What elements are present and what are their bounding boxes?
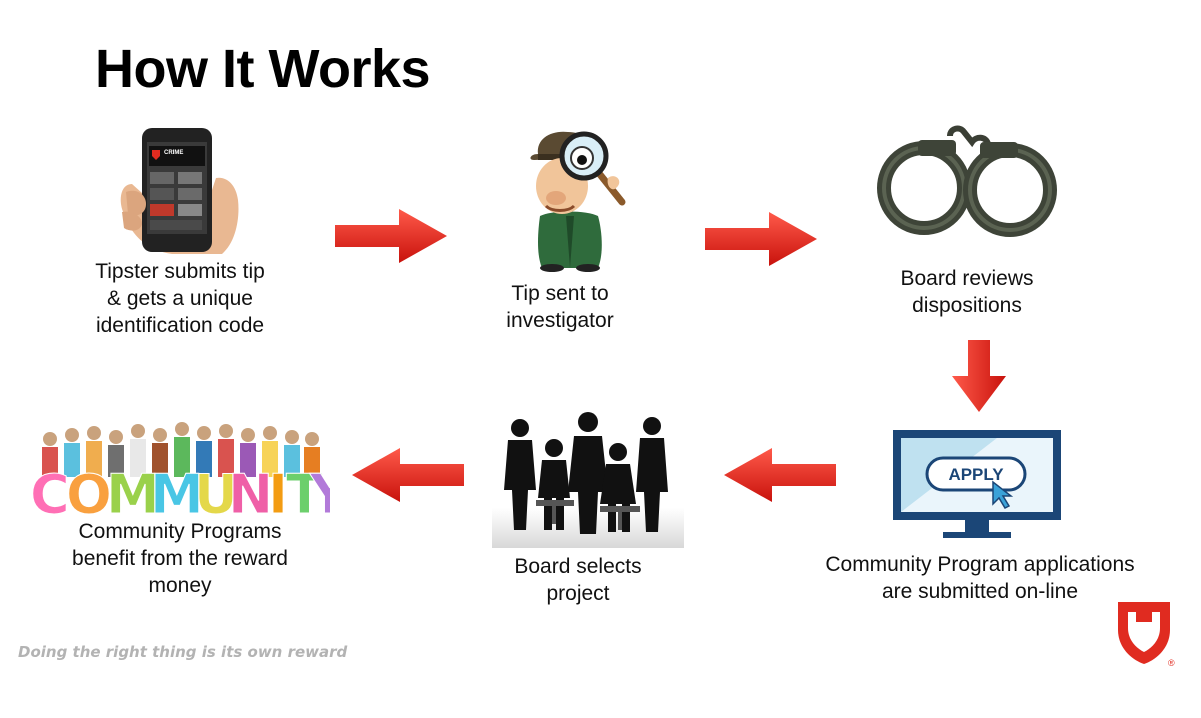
- arrow-right-icon: [335, 209, 447, 263]
- monitor-apply-icon: APPLY: [893, 430, 1061, 538]
- business-silhouettes-icon: [492, 412, 684, 548]
- phone-hand-icon: CRIME: [120, 128, 239, 254]
- community-letter-6: N: [228, 463, 273, 523]
- arrow-left-icon: [352, 448, 464, 502]
- step-label-board-selects: Board selects project: [514, 555, 642, 605]
- footer-tagline: Doing the right thing is its own reward: [18, 643, 348, 661]
- arrow-left-icon: [724, 448, 836, 502]
- community-letter-3: M: [106, 463, 160, 523]
- crime-stoppers-shield-logo: ®: [1118, 602, 1175, 668]
- detective-magnifier-icon: [530, 131, 626, 272]
- community-letter-9: Y: [309, 463, 330, 523]
- step-label-community: Community Programs benefit from the rewa…: [72, 520, 288, 597]
- community-letter-4: M: [150, 463, 204, 523]
- handcuffs-icon: [877, 125, 1057, 237]
- community-letter-2: O: [66, 463, 112, 523]
- step-label-investigator: Tip sent to investigator: [506, 282, 614, 332]
- community-letter-7: I: [268, 463, 288, 523]
- logo-registered-mark: ®: [1168, 658, 1175, 668]
- community-crowd-icon: C O M M U N I T Y: [30, 422, 330, 523]
- apply-button-text: APPLY: [948, 465, 1004, 484]
- community-letter-1: C: [30, 463, 70, 523]
- arrow-down-icon: [952, 340, 1006, 412]
- community-letter-8: T: [286, 463, 323, 523]
- community-letter-5: U: [194, 463, 238, 523]
- page-title: How It Works: [95, 39, 431, 99]
- step-label-tipster: Tipster submits tip & gets a unique iden…: [95, 260, 265, 337]
- crowd-people: [42, 422, 320, 477]
- phone-brand-line-1: CRIME: [164, 150, 183, 156]
- arrow-right-icon: [705, 212, 817, 266]
- step-label-applications: Community Program applications are submi…: [825, 553, 1135, 603]
- step-label-board-reviews: Board reviews dispositions: [900, 267, 1034, 317]
